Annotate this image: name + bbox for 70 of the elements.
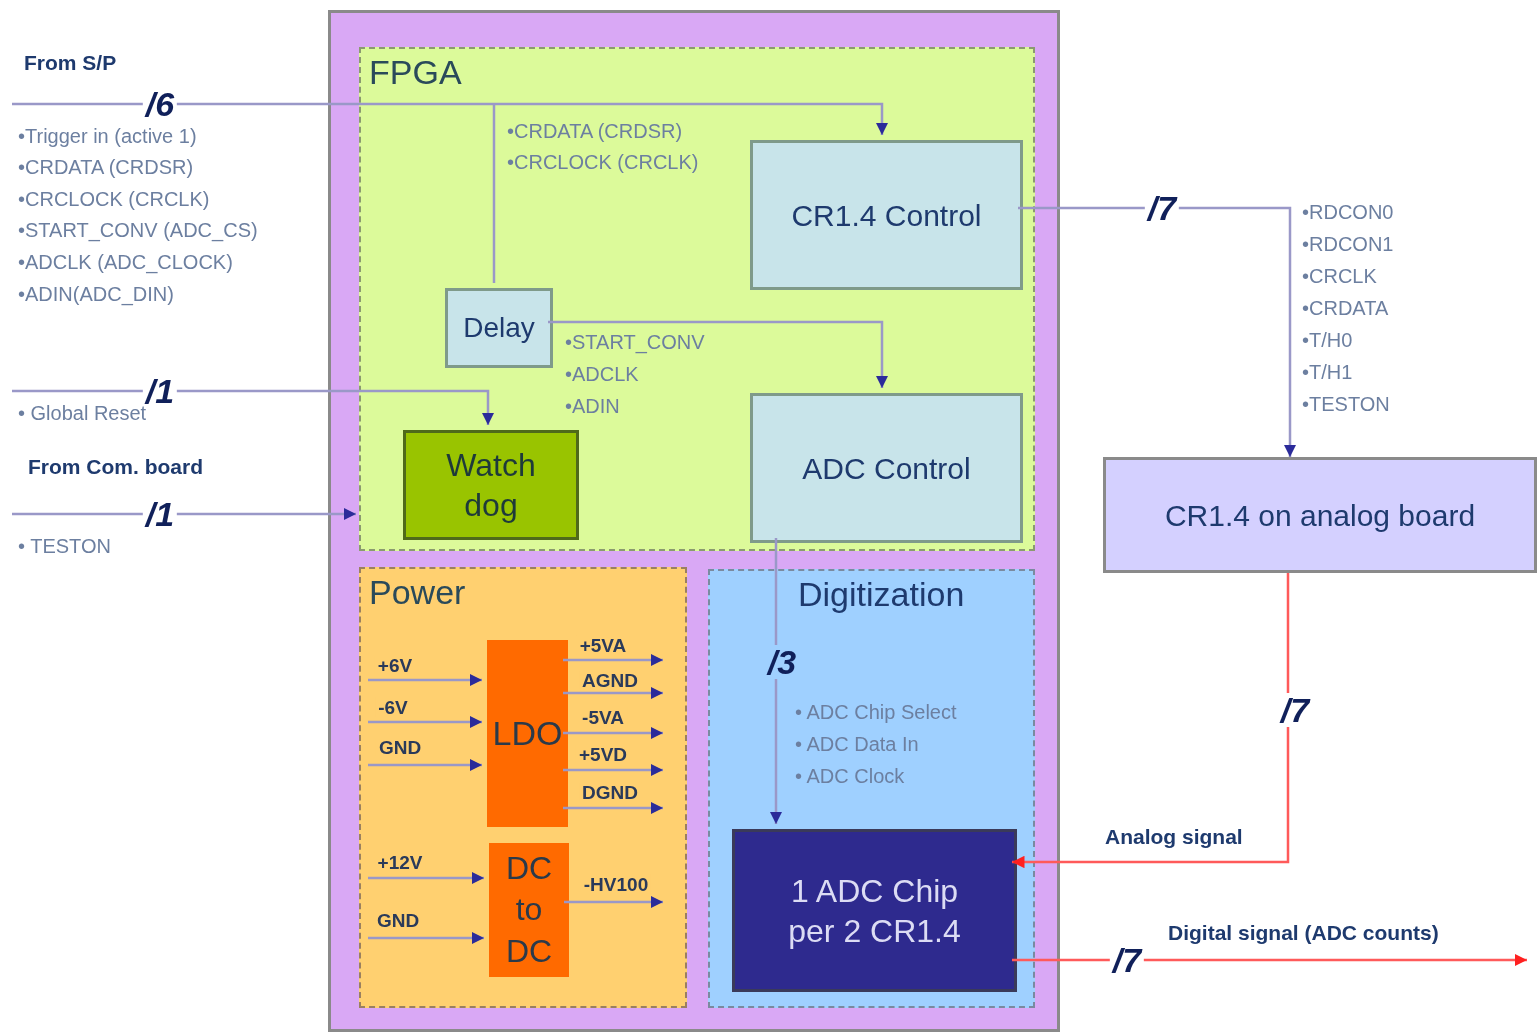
arrow [548,320,889,388]
section-title: FPGA [369,55,462,89]
block-label: LDO [492,713,563,754]
arrow [12,389,495,425]
signal-name: •CRCLOCK (CRCLK) [18,189,210,209]
signal-name: •T/H1 [1302,362,1353,382]
signal-heading: Analog signal [1105,826,1243,847]
signal-name: •ADCLK (ADC_CLOCK) [18,252,233,272]
arrow [368,715,482,729]
watchdog-block [403,430,579,540]
signal-name: •ADIN(ADC_DIN) [18,284,174,304]
signal-name: • ADC Data In [795,734,919,754]
block-label: CR1.4 Control [791,197,982,234]
signal-name: •ADIN [565,396,620,416]
signal-name: •CRDATA (CRDSR) [18,157,194,177]
power-region [359,567,687,1008]
edge-label: /7 [1277,693,1313,727]
signal-name: •ADCLK [565,364,639,384]
section-title: Digitization [797,577,965,611]
board-outline [328,10,1060,1032]
arrow [563,653,663,667]
signal-name: •CRDATA [1302,298,1389,318]
control-block [750,140,1023,290]
arrow [368,931,484,945]
fpga-region [359,47,1035,551]
arrow [563,763,663,777]
arrow [1012,573,1290,869]
arrow [1018,206,1297,457]
signal-heading: From Com. board [28,456,203,477]
arrow [563,686,663,700]
block-label: ADC Control [802,450,971,487]
digitization-region [708,569,1035,1008]
control-block [750,393,1023,543]
arrow [368,871,484,885]
signal-heading: Digital signal (ADC counts) [1168,922,1439,943]
block-label: CR1.4 on analog board [1164,497,1476,534]
connector-line [492,104,496,283]
arrow [1012,953,1527,967]
signal-name: • ADC Chip Select [795,702,957,722]
arrow [563,801,663,815]
delay-block [445,288,553,368]
regulator-block [487,640,568,827]
arrow [563,726,663,740]
signal-name: •CRCLOCK (CRCLK) [507,152,699,172]
block-label: DC to DC [504,848,554,971]
signal-name: •START_CONV (ADC_CS) [18,220,258,240]
arrow [368,673,482,687]
signal-name: • ADC Clock [795,766,905,786]
arrow [12,507,356,521]
block-label: 1 ADC Chip per 2 CR1.4 [787,871,962,951]
section-title: Power [369,575,466,609]
arrow [564,895,663,909]
signal-name: •RDCON0 [1302,202,1394,222]
arrow [12,102,889,135]
signal-name: •START_CONV [565,332,705,352]
signal-name: •CRDATA (CRDSR) [507,121,683,141]
signal-name: •RDCON1 [1302,234,1394,254]
arrow [769,538,783,824]
signal-name: • TESTON [18,536,111,556]
arrow [368,758,482,772]
block-label: Watch dog [445,446,537,525]
analog-board-block [1103,457,1537,573]
signal-name: •CRCLK [1302,266,1377,286]
signal-name: •Trigger in (active 1) [18,126,197,146]
signal-name: •TESTON [1302,394,1390,414]
signal-heading: From S/P [24,52,117,73]
block-label: Delay [463,311,535,345]
signal-name: •T/H0 [1302,330,1353,350]
converter-block [489,843,569,977]
adc-chip-block [732,829,1017,992]
